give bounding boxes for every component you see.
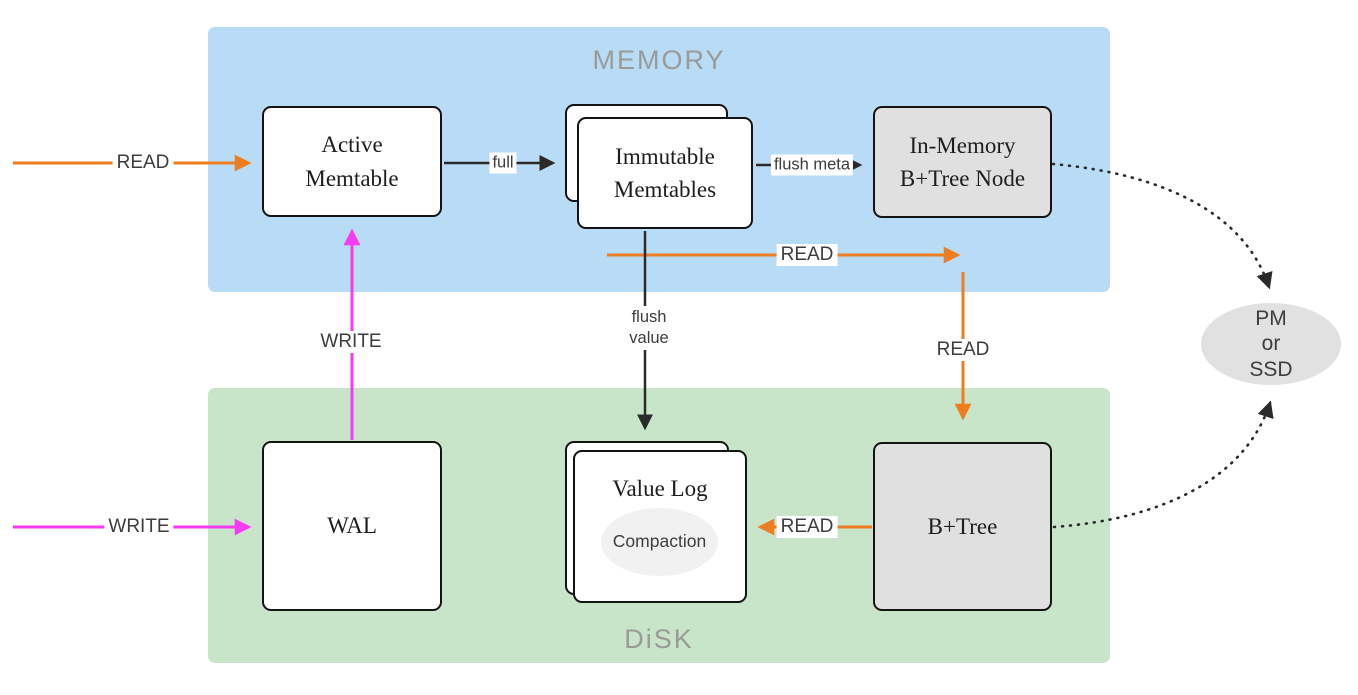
- flush-meta-label: flush meta: [770, 154, 854, 176]
- pm-ssd-line2: or: [1261, 332, 1281, 356]
- read-mid-label: READ: [776, 244, 838, 266]
- wal-label: WAL: [327, 513, 377, 539]
- value-log-label: Value Log: [612, 476, 708, 501]
- write-up-label: WRITE: [316, 331, 386, 353]
- node-value-log: Value Log Compaction: [573, 450, 747, 603]
- read-into-active-label: READ: [112, 152, 174, 174]
- node-active-memtable: Active Memtable: [262, 106, 442, 217]
- dotted-bptree-to-pm-arrow: [1052, 400, 1274, 529]
- write-into-wal-label: WRITE: [104, 516, 174, 538]
- bptree-label: B+Tree: [927, 513, 998, 539]
- immutable-memtables-label: Immutable Memtables: [613, 143, 717, 202]
- active-memtable-label: Active Memtable: [305, 132, 399, 191]
- pm-ssd-ellipse: PM or SSD: [1201, 303, 1341, 385]
- node-bptree: B+Tree: [873, 442, 1052, 611]
- pm-ssd-line3: SSD: [1249, 357, 1293, 381]
- flush-value-label: flush value: [626, 306, 672, 350]
- disk-region-label: DiSK: [624, 624, 694, 654]
- pm-ssd-line1: PM: [1255, 306, 1287, 330]
- node-in-memory-bptree: In-Memory B+Tree Node: [873, 106, 1052, 218]
- node-wal: WAL: [262, 441, 442, 611]
- flush-value-line2: value: [629, 329, 669, 347]
- node-immutable-memtables: Immutable Memtables: [577, 117, 753, 229]
- read-down-label: READ: [932, 339, 994, 361]
- compaction-label: Compaction: [612, 531, 707, 552]
- in-memory-bptree-label: In-Memory B+Tree Node: [899, 132, 1026, 191]
- memory-region-label: MEMORY: [592, 45, 726, 75]
- compaction-ellipse: Compaction: [601, 508, 718, 576]
- full-label: full: [489, 152, 517, 174]
- dotted-inmem-to-pm-arrow: [1051, 162, 1273, 290]
- read-into-valuelog-label: READ: [776, 516, 838, 538]
- flush-value-line1: flush: [631, 308, 667, 326]
